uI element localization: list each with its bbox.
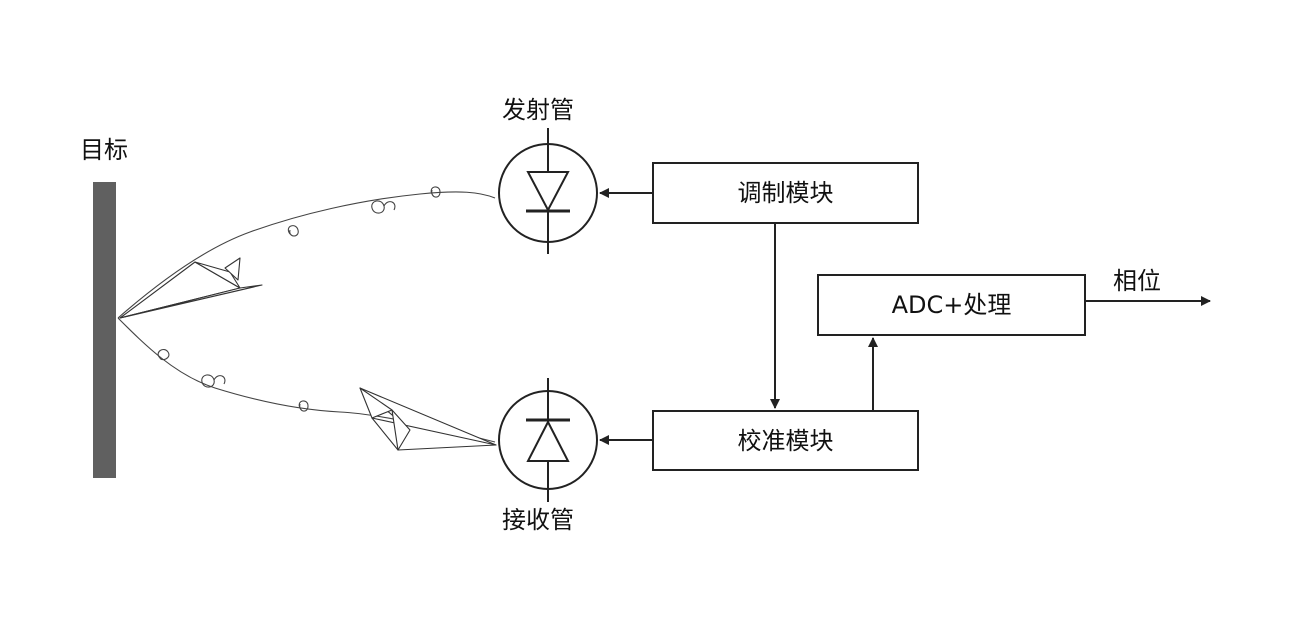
- receiver-diode-icon: [498, 378, 598, 502]
- emitted-light-path: [117, 186, 496, 319]
- adc-processing-label: ADC+处理: [892, 291, 1012, 319]
- emitter-label: 发射管: [502, 96, 574, 124]
- paper-plane-returning-icon: [359, 387, 497, 451]
- target-label: 目标: [80, 136, 128, 164]
- target-bar: [93, 182, 116, 478]
- emitter-diode-icon: [498, 128, 598, 254]
- receiver-label: 接收管: [502, 506, 574, 534]
- modulation-module-label: 调制模块: [738, 179, 834, 207]
- calibration-module: 校准模块: [652, 410, 919, 471]
- paper-plane-outgoing-icon: [119, 257, 263, 319]
- calibration-module-label: 校准模块: [738, 427, 834, 455]
- modulation-module: 调制模块: [652, 162, 919, 224]
- phase-output-label: 相位: [1113, 267, 1161, 295]
- adc-processing-module: ADC+处理: [817, 274, 1086, 336]
